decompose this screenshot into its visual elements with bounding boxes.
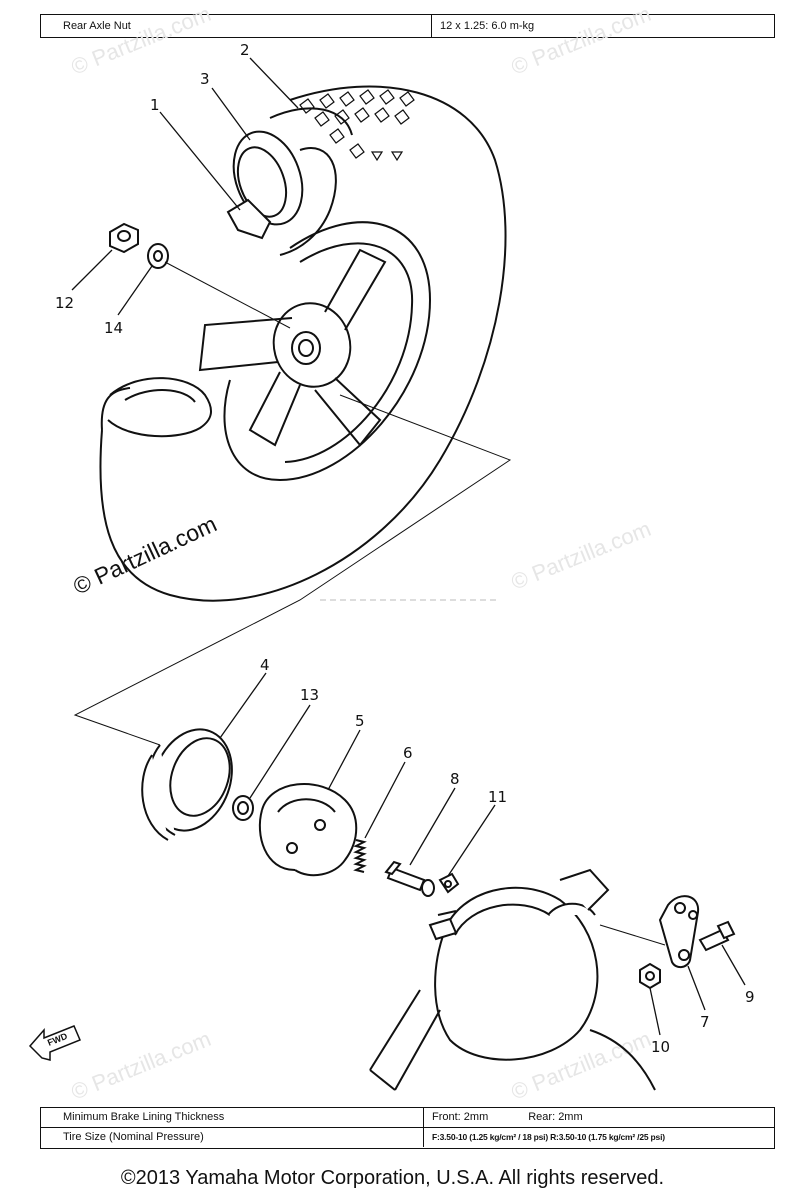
callout-5: 5: [355, 712, 365, 730]
leader-lines: [71, 57, 746, 1036]
brake-camshaft: [384, 860, 435, 897]
brake-arm: [658, 895, 700, 968]
wear-indicator: [438, 872, 460, 894]
fwd-arrow: FWD: [28, 1025, 81, 1061]
copyright-notice: ©2013 Yamaha Motor Corporation, U.S.A. A…: [120, 1167, 665, 1189]
brake-spring: [353, 839, 367, 873]
callout-12: 12: [55, 294, 74, 312]
rim-band: [226, 198, 272, 240]
inner-tube: [232, 130, 337, 256]
axle-nut-spec-table: Rear Axle Nut 12 x 1.25: 6.0 m-kg: [40, 14, 775, 38]
brake-lining-row: Minimum Brake Lining Thickness Front: 2m…: [41, 1108, 774, 1127]
callout-3: 3: [200, 70, 210, 88]
wheel-hub: [272, 302, 352, 388]
watermark-center: © Partzilla.com: [69, 510, 220, 599]
callout-14: 14: [104, 319, 123, 337]
tire: [99, 85, 507, 602]
brake-tire-spec-table: Minimum Brake Lining Thickness Front: 2m…: [40, 1107, 775, 1149]
oil-seal: [141, 728, 233, 841]
axle-nut: [109, 222, 139, 254]
axle-washer: [147, 243, 169, 269]
tire-size-label: Tire Size (Nominal Pressure): [41, 1128, 424, 1147]
callout-4: 4: [260, 656, 270, 674]
swing-arm: [369, 989, 656, 1091]
callout-13: 13: [300, 686, 319, 704]
watermark-bottom-left: © Partzilla.com: [68, 1026, 215, 1105]
axle-nut-value: 12 x 1.25: 6.0 m-kg: [440, 20, 535, 32]
watermark-top-left: © Partzilla.com: [68, 1, 215, 80]
brake-lining-values: Front: 2mm Rear: 2mm: [424, 1108, 774, 1127]
wheel-rim: [107, 221, 432, 482]
callout-6: 6: [403, 744, 413, 762]
wheel-spokes: [198, 248, 387, 447]
tire-size-value: F:3.50-10 (1.25 kg/cm² / 18 psi) R:3.50-…: [432, 1132, 665, 1142]
callout-1: 1: [150, 96, 160, 114]
brake-plate: [428, 868, 610, 1061]
brake-arm-bolt: [698, 920, 736, 952]
brake-arm-nut: [639, 962, 661, 990]
brake-lining-label: Minimum Brake Lining Thickness: [41, 1108, 424, 1127]
axle-nut-label: Rear Axle Nut: [41, 15, 432, 37]
brake-washer: [232, 795, 254, 821]
callout-2: 2: [240, 41, 250, 59]
callout-10: 10: [651, 1038, 670, 1056]
brake-shoe: [258, 783, 358, 877]
assembly-line-axle: [164, 261, 291, 329]
callout-11: 11: [488, 788, 507, 806]
assembly-line-arm: [599, 924, 666, 946]
axle-nut-spec-row: Rear Axle Nut 12 x 1.25: 6.0 m-kg: [41, 15, 774, 37]
tire-size-row: Tire Size (Nominal Pressure) F:3.50-10 (…: [41, 1127, 774, 1147]
watermark-mid-right: © Partzilla.com: [508, 516, 655, 595]
brake-lining-front: Front: 2mm: [432, 1111, 489, 1123]
callout-8: 8: [450, 770, 460, 788]
assembly-guide-hub-to-drum: [73, 394, 512, 746]
tire-tread: [299, 89, 415, 162]
callout-7: 7: [700, 1013, 710, 1031]
callout-9: 9: [745, 988, 755, 1006]
watermark-top-right: © Partzilla.com: [508, 1, 655, 80]
brake-lining-rear: Rear: 2mm: [528, 1111, 583, 1123]
